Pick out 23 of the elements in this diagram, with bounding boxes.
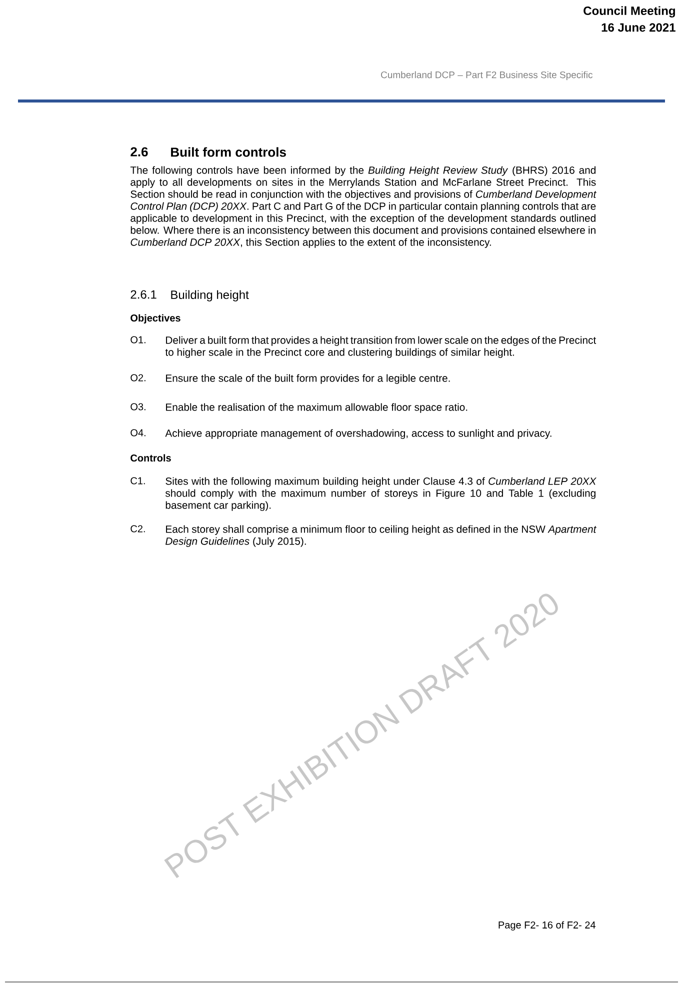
running-header-text: Cumberland DCP – Part F2 Business Site Specific: [381, 71, 592, 80]
list-number: O4.: [130, 429, 146, 436]
meeting-header-text: 16 June 2021: [602, 23, 676, 32]
list-item-text: Enable the realisation of the maximum allowable floor space ratio.: [166, 403, 468, 413]
list-number: O2.: [130, 374, 146, 382]
list-item-text: Ensure the scale of the built form provides for a legible centre.: [166, 374, 450, 384]
subheading: Objectives: [130, 314, 180, 324]
subsection-heading: Building height: [171, 290, 249, 302]
list-item-text: Deliver a built form that provides a height transition from lower scale on the edges of the Precinct to higher scale in the Precinct core and clustering buildings of similar height.: [165, 336, 596, 358]
list-number: C1.: [130, 477, 145, 484]
list-item-text: Sites with the following maximum building height under Clause 4.3 of Cumberland LEP 20XX should comply with the maximum number of storeys in Figure 10 and Table 1 (excluding basement car parking).: [165, 477, 596, 511]
section-number: 2.6: [130, 147, 148, 156]
subsection-number: 2.6.1: [130, 290, 156, 299]
list-number: C2.: [130, 525, 145, 532]
meeting-header-text: Council Meeting: [584, 6, 675, 18]
list-number: O1.: [130, 336, 146, 344]
list-item-text: Achieve appropriate management of overshadowing, access to sunlight and privacy.: [165, 429, 552, 439]
section-heading: Built form controls: [171, 147, 286, 157]
subheading: Controls: [130, 454, 171, 462]
body-paragraph: The following controls have been informed by the Building Height Review Study (BHRS) 2016 and apply to all developments on sites in the Merrylands Station and McFarlane Street Precinct. This Section should be read in conjunction with the objectives and provisions of Cumberland Development Control Plan (DCP) 20XX. Part C and Part G of the DCP in particular contain planning controls that are applicable to development in this Precinct, with the exception of the development standards outlined below. Where there is an inconsistency between this document and provisions contained elsewhere in Cumberland DCP 20XX, this Section applies to the extent of the inconsistency.: [130, 166, 597, 248]
page-number: Page F2- 16 of F2- 24: [498, 921, 596, 930]
list-item-text: Each storey shall comprise a minimum floor to ceiling height as defined in the NSW Apartment Design Guidelines (July 2015).: [166, 525, 597, 547]
list-number: O3.: [130, 403, 146, 410]
